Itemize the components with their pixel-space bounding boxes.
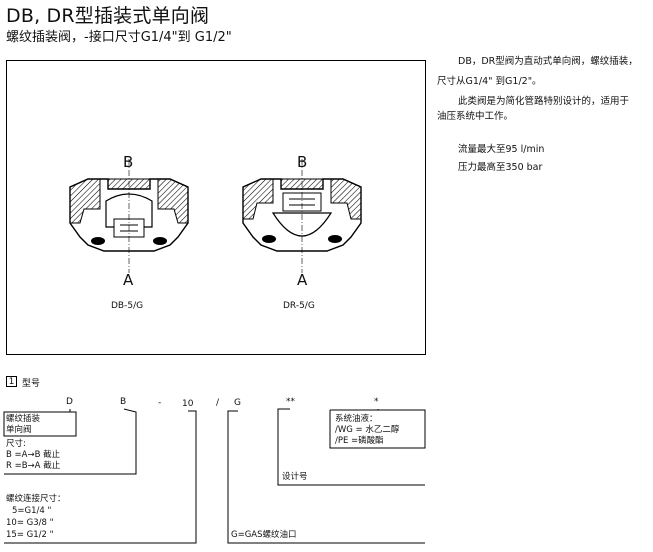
page-subtitle: 螺纹插装阀，-接口尺寸G1/4"到 G1/2" (6, 30, 232, 45)
spec-flow: 流量最大至95 l/min (458, 144, 545, 155)
dr-port-a-label: A (297, 271, 308, 289)
code-dash: - (158, 398, 162, 408)
desc-line-2: 尺寸从G1/4" 到G1/2"。 (437, 76, 542, 87)
code-seal: * (374, 397, 379, 407)
db-caption: DB-5/G (111, 301, 144, 311)
dr-valve-drawing (242, 159, 362, 273)
db-valve-drawing (69, 159, 189, 273)
valve-drawings (69, 159, 362, 273)
db-port-b-label: B (123, 153, 134, 171)
seal-line-1: 系统油液： (335, 414, 378, 424)
size-label: 尺寸: (6, 439, 26, 449)
section-title: 型号 (22, 379, 41, 389)
page-title: DB, DR型插装式单向阀 (6, 5, 210, 27)
thread-option-15: 15= G1/2 " (6, 530, 54, 540)
figure-frame: B A DB-5/G B A DR-5/G (6, 60, 426, 355)
db-port-a-label: A (123, 271, 134, 289)
desc-line-3: 此类阀是为简化管路特别设计的，适用于 (458, 96, 630, 107)
code-d: D (66, 397, 73, 407)
type-line-1: 螺纹插装 (6, 414, 41, 424)
code-10: 10 (182, 399, 194, 409)
size-option-r: R =B→A 截止 (6, 461, 61, 471)
size-option-b: B =A→B 截止 (6, 450, 61, 460)
seal-line-2: /WG = 水乙二醇 (335, 425, 400, 435)
code-b: B (120, 397, 127, 407)
desc-line-1: DB，DR型阀为直动式单向阀，螺纹插装， (458, 56, 638, 67)
code-slash: / (216, 398, 220, 408)
seal-line-3: /PE =磷酸酯 (335, 436, 384, 446)
dr-caption: DR-5/G (283, 301, 315, 311)
spec-pressure: 压力最高至350 bar (458, 162, 543, 173)
thread-option-10: 10= G3/8 " (6, 518, 54, 528)
code-design: ** (286, 397, 295, 407)
desc-line-4: 油压系统中工作。 (437, 111, 514, 122)
thread-type: G=GAS螺纹油口 (231, 530, 297, 540)
dr-port-b-label: B (297, 153, 308, 171)
thread-option-5: 5=G1/4 " (12, 506, 52, 516)
type-line-2: 单向阀 (6, 425, 32, 435)
thread-label: 螺纹连接尺寸： (6, 494, 66, 504)
section-number: 1 (6, 376, 17, 387)
design-label: 设计号 (282, 472, 308, 482)
code-g: G (234, 398, 241, 408)
